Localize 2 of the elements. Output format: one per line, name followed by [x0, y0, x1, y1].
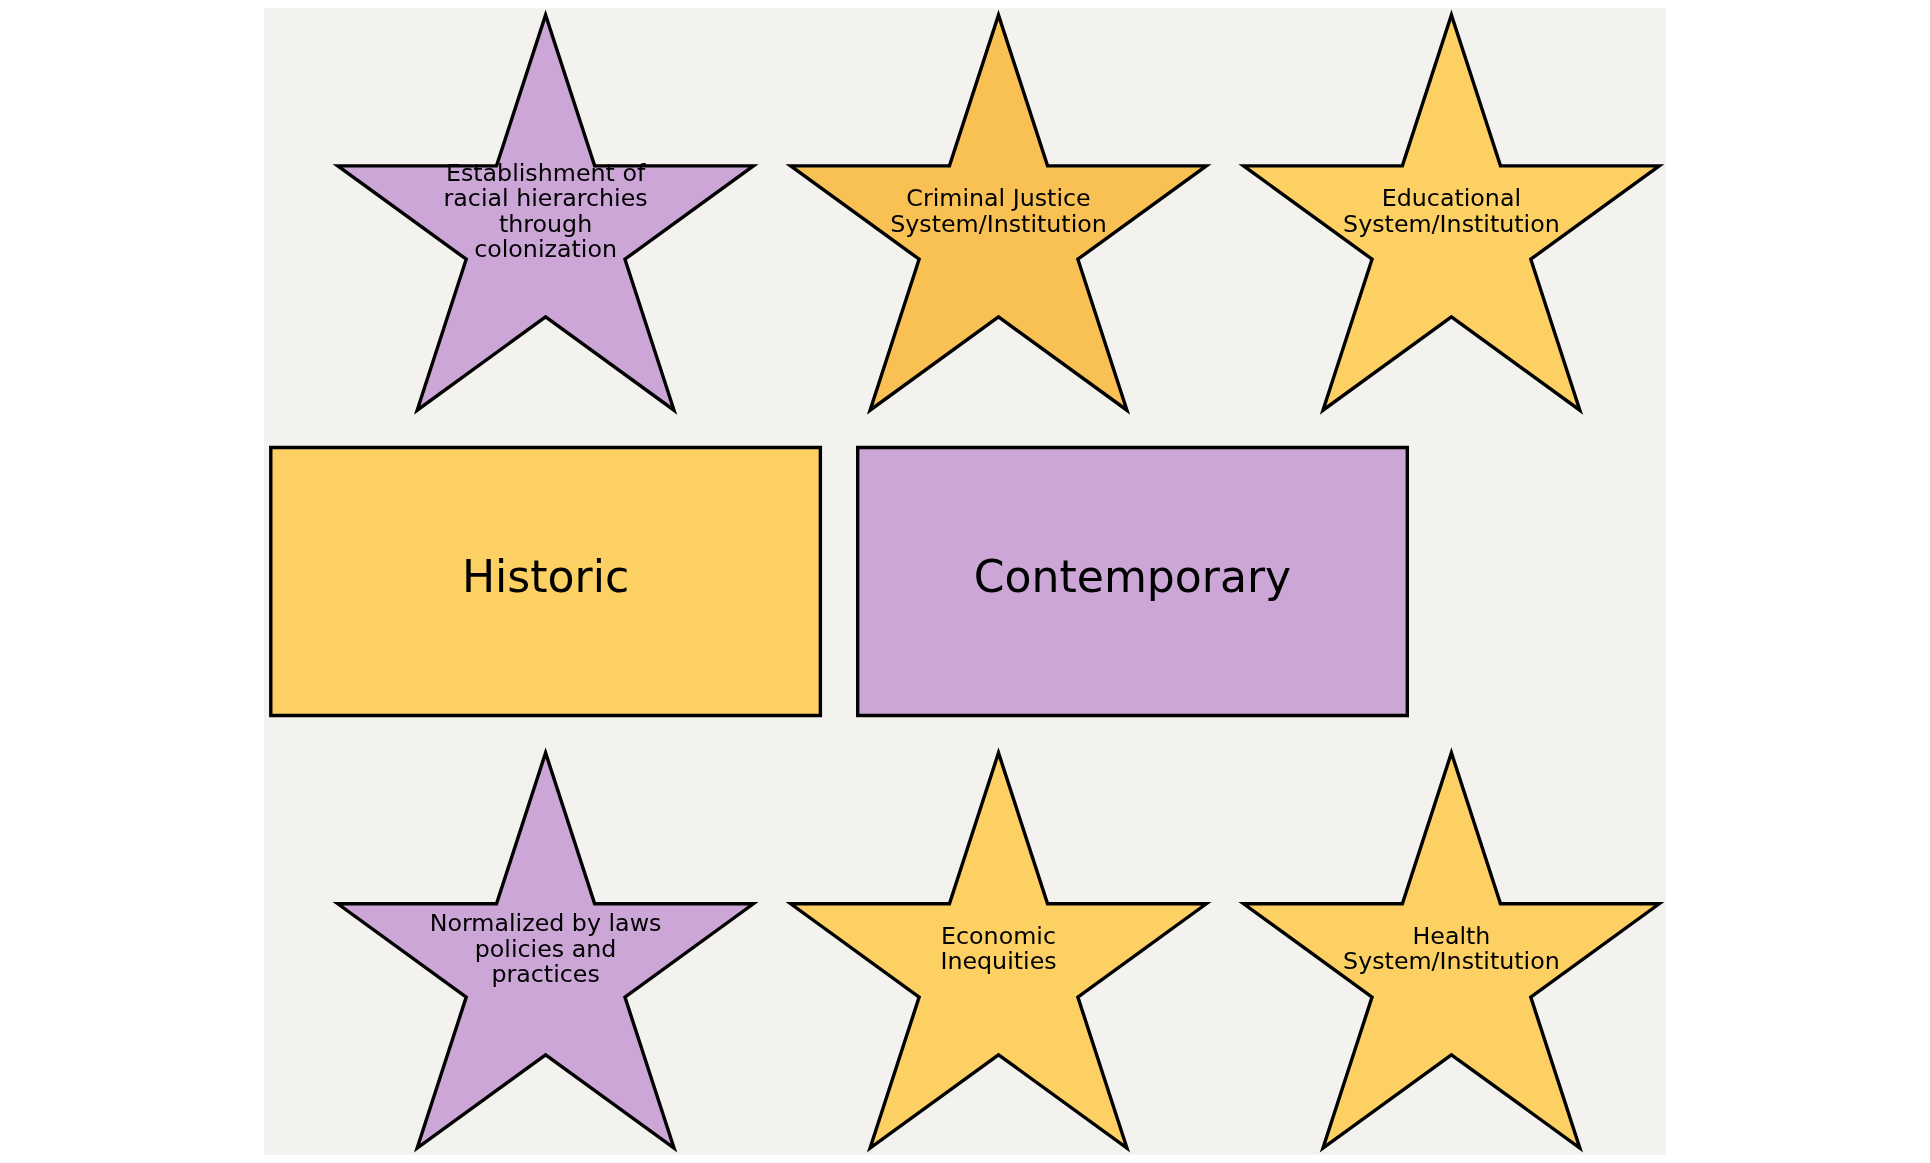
node-box: Contemporary	[856, 445, 1409, 718]
node-box: Historic	[269, 445, 823, 718]
